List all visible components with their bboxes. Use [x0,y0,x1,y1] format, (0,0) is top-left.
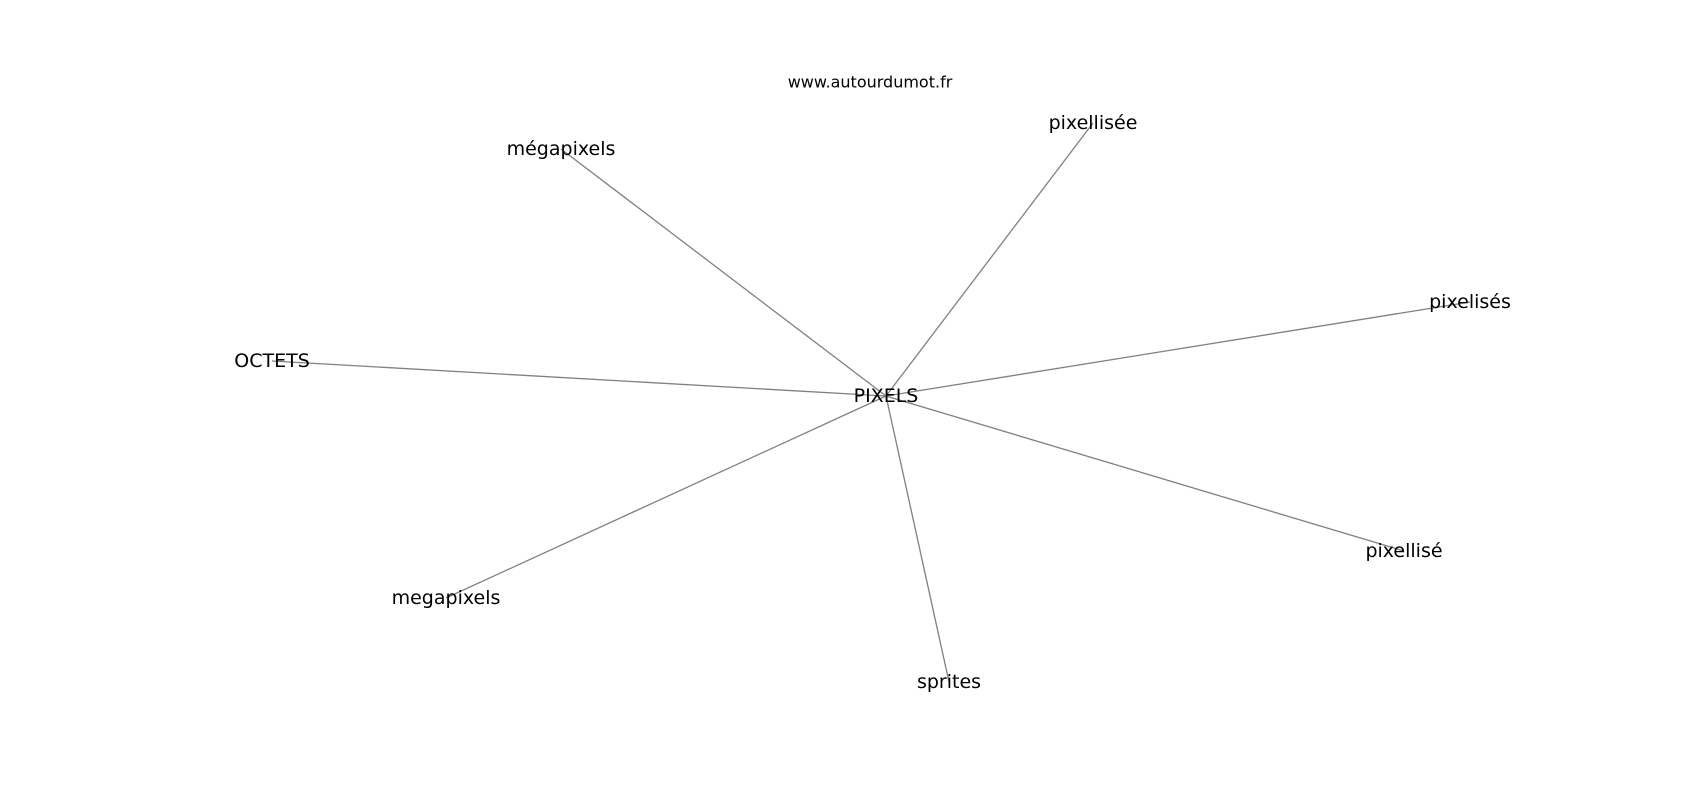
nodes-group: PIXELS mégapixels pixellisée pixelisés O… [234,112,1511,693]
edge-pixels-megapixels [445,395,887,599]
node-octets[interactable]: OCTETS [234,350,310,372]
edge-pixels-pixellisee [885,122,1094,397]
edge-pixels-sprites [885,395,950,683]
node-pixellise[interactable]: pixellisé [1365,540,1442,562]
node-megapixels[interactable]: megapixels [392,587,501,609]
node-megapixels-accent[interactable]: mégapixels [507,138,616,160]
edge-pixels-octets [271,360,887,397]
node-center-pixels[interactable]: PIXELS [854,385,919,407]
node-pixelises[interactable]: pixelisés [1429,291,1511,313]
edge-pixels-pixellise [885,395,1405,552]
node-sprites[interactable]: sprites [917,671,981,693]
source-url[interactable]: www.autourdumot.fr [788,73,953,92]
edge-pixels-pixelises [885,301,1471,397]
edge-pixels-megapixels-accent [560,148,887,397]
edges-group [271,122,1471,683]
node-pixellisee[interactable]: pixellisée [1049,112,1138,134]
